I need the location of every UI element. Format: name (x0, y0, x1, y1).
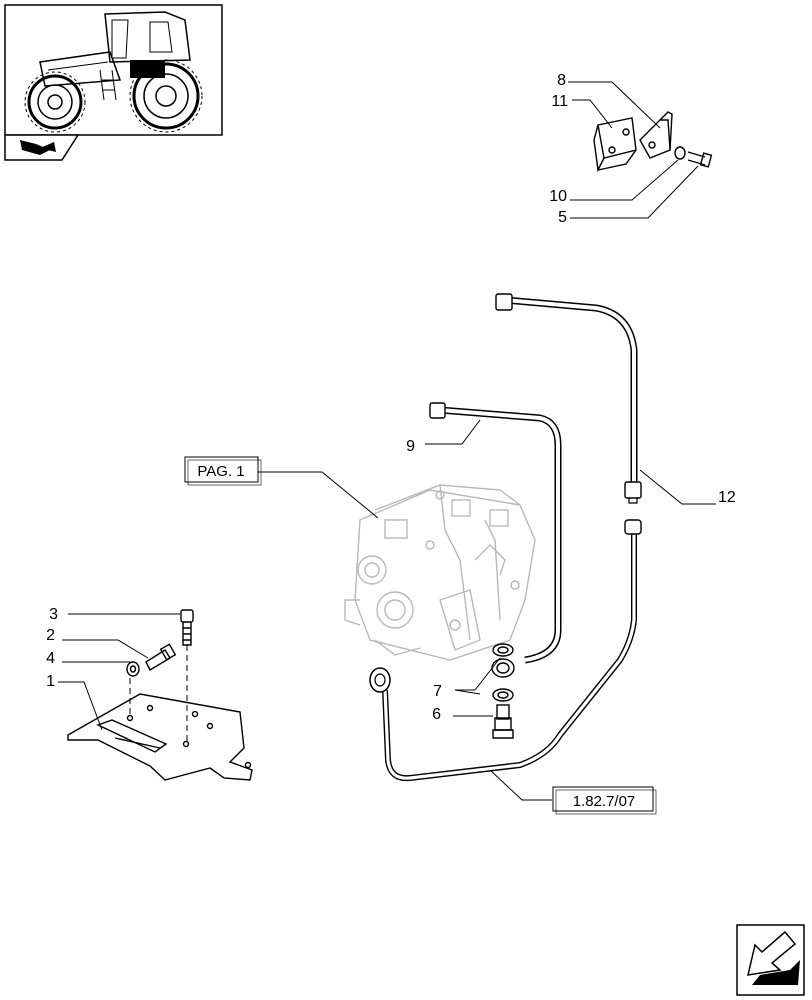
callout-3: 3 (49, 606, 58, 623)
callout-1: 1 (46, 673, 55, 690)
pipe-12 (495, 293, 642, 504)
page-ref-label: PAG. 1 (197, 463, 244, 480)
callout-8: 8 (557, 72, 566, 89)
tractor-thumbnail-icon[interactable] (4, 4, 223, 136)
book-arrow-icon[interactable] (4, 134, 80, 161)
callout-7: 7 (433, 683, 442, 700)
bracket-assembly (593, 111, 713, 173)
callout-4: 4 (46, 650, 55, 667)
callout-10: 10 (549, 188, 567, 205)
callout-9: 9 (406, 438, 415, 455)
seals-and-bolt (491, 643, 515, 739)
callout-2: 2 (46, 627, 55, 644)
leader-lines-top (568, 81, 699, 219)
section-ref-label: 1.82.7/07 (573, 793, 636, 810)
leader-lines (58, 419, 716, 801)
dash-lines (129, 645, 188, 745)
return-pipe (369, 519, 642, 782)
callout-12: 12 (718, 489, 736, 506)
pipe-9 (429, 402, 562, 664)
mounting-plate (67, 609, 253, 781)
next-page-arrow-icon[interactable] (736, 924, 805, 996)
callout-6: 6 (432, 706, 441, 723)
callout-5: 5 (558, 209, 567, 226)
page-ref-box[interactable]: PAG. 1 (184, 456, 262, 486)
valve-block (344, 484, 536, 661)
callout-11: 11 (551, 93, 568, 110)
section-ref-box[interactable]: 1.82.7/07 (552, 786, 657, 815)
